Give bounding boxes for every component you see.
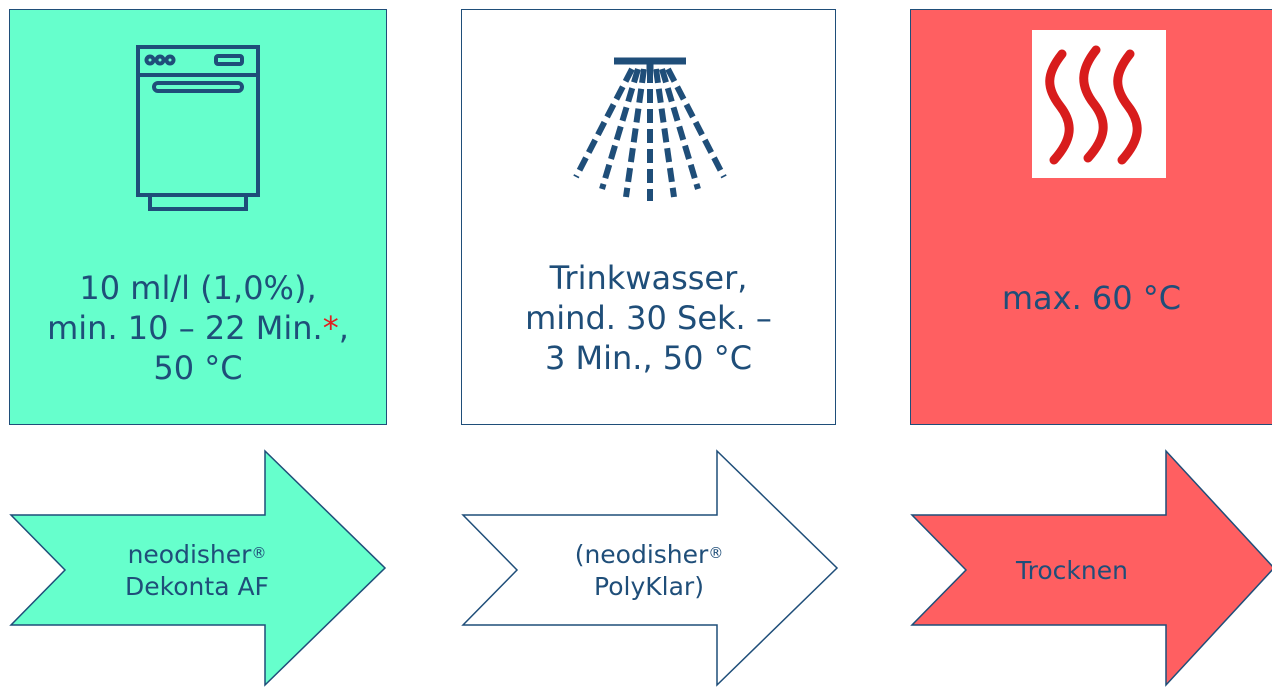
product-label-cleaning: neodisher® Dekonta AF bbox=[9, 539, 385, 603]
product-name: neodisher bbox=[127, 540, 252, 569]
cleaning-line-1: 10 ml/l (1,0%), bbox=[79, 269, 317, 307]
registered-mark: ® bbox=[251, 544, 267, 562]
process-arrow-rinsing: (neodisher® PolyKlar) bbox=[461, 449, 841, 687]
product-name-line-1: neodisher® bbox=[9, 539, 385, 571]
product-name-line-2: PolyKlar) bbox=[594, 572, 704, 601]
arrow-shape bbox=[461, 449, 839, 687]
rinsing-line-1: Trinkwasser, bbox=[549, 259, 748, 297]
registered-mark: ® bbox=[708, 544, 724, 562]
footnote-asterisk: * bbox=[322, 309, 339, 347]
rinsing-parameters: Trinkwasser, mind. 30 Sek. – 3 Min., 50 … bbox=[462, 258, 835, 378]
drying-line-1: max. 60 °C bbox=[1001, 279, 1182, 317]
cleaning-line-3: 50 °C bbox=[153, 349, 243, 387]
heat-waves-icon bbox=[1032, 30, 1166, 178]
step-card-rinsing: Trinkwasser, mind. 30 Sek. – 3 Min., 50 … bbox=[461, 9, 836, 425]
cleaning-line-2-comma: , bbox=[338, 309, 349, 347]
drying-parameters: max. 60 °C bbox=[911, 278, 1272, 318]
product-label-drying: Trocknen bbox=[910, 555, 1234, 587]
cleaning-line-2: min. 10 – 22 Min.*, bbox=[10, 308, 386, 348]
product-label-rinsing: (neodisher® PolyKlar) bbox=[461, 539, 837, 603]
step-card-drying: max. 60 °C bbox=[910, 9, 1272, 425]
process-arrow-cleaning: neodisher® Dekonta AF bbox=[9, 449, 389, 687]
drying-label: Trocknen bbox=[1016, 556, 1128, 585]
product-name-line-1: (neodisher® bbox=[461, 539, 837, 571]
rinsing-line-2: mind. 30 Sek. – bbox=[525, 299, 772, 337]
step-card-cleaning: 10 ml/l (1,0%), min. 10 – 22 Min.*, 50 °… bbox=[9, 9, 387, 425]
process-arrow-drying: Trocknen bbox=[910, 449, 1272, 687]
arrow-shape bbox=[910, 449, 1272, 687]
dishwasher-icon bbox=[136, 45, 260, 211]
product-name-line-2: Dekonta AF bbox=[125, 572, 269, 601]
cleaning-line-2-text: min. 10 – 22 Min. bbox=[47, 309, 323, 347]
rinsing-line-3: 3 Min., 50 °C bbox=[544, 339, 753, 377]
product-name: (neodisher bbox=[574, 540, 709, 569]
shower-spray-icon bbox=[573, 57, 727, 201]
arrow-shape bbox=[9, 449, 387, 687]
cleaning-parameters: 10 ml/l (1,0%), min. 10 – 22 Min.*, 50 °… bbox=[10, 268, 386, 388]
